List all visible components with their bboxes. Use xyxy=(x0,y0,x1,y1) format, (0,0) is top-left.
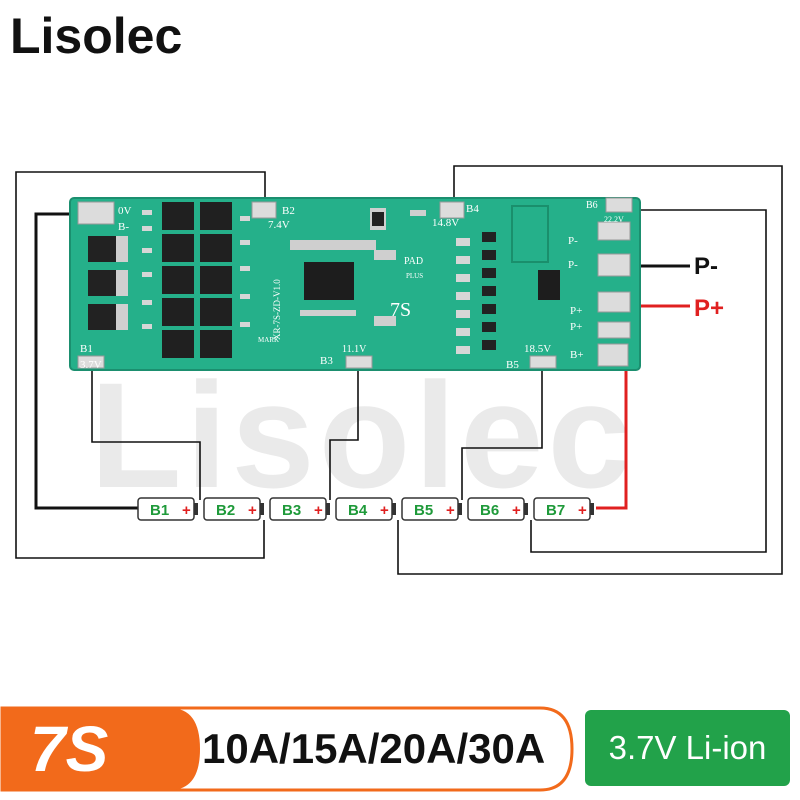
cell-b4: B4 + xyxy=(335,497,396,521)
label-silkscreen-model: XR-7S-ZD-V1.0 xyxy=(272,279,282,340)
label-b6: B6 xyxy=(586,200,598,211)
label-14v8: 14.8V xyxy=(432,217,459,229)
label-22v2: 22.2V xyxy=(604,215,624,224)
cell-b6: B6 + xyxy=(467,497,528,521)
pad-p-plus-2 xyxy=(597,321,631,339)
cell-b2: B2 + xyxy=(203,497,264,521)
series-badge: 7S xyxy=(30,713,109,785)
pad-p-minus-1 xyxy=(597,221,631,241)
cell-b5-plus: + xyxy=(446,502,455,519)
cell-b4-label: B4 xyxy=(348,502,368,519)
pad-b1 xyxy=(77,355,105,369)
balance-ic xyxy=(538,270,560,300)
balance-resistors xyxy=(456,232,496,354)
pcb-board: 0V B- B2 7.4V B4 14.8V B6 22.2V B1 3.7V … xyxy=(69,197,641,371)
watermark-text: Lisolec xyxy=(90,351,635,519)
wire-b3 xyxy=(329,366,359,500)
brand-logo-text: Lisolec xyxy=(10,8,183,64)
label-p-minus-pad-1: P- xyxy=(568,235,578,247)
wire-b-minus xyxy=(34,212,138,510)
output-p-minus-label: P- xyxy=(694,253,718,280)
control-ic xyxy=(304,262,354,300)
cell-b1: B1 + xyxy=(137,497,198,521)
cell-b5-label: B5 xyxy=(414,502,433,519)
cell-b7: B7 + xyxy=(533,497,594,521)
chemistry-text: 3.7V Li-ion xyxy=(608,729,767,766)
label-b1: B1 xyxy=(80,343,93,355)
label-board-model: 7S xyxy=(390,299,411,321)
pad-p-minus-2 xyxy=(597,253,631,277)
pad-b2 xyxy=(251,201,277,219)
cell-b4-plus: + xyxy=(380,502,389,519)
label-p-plus-pad-2: P+ xyxy=(570,321,582,333)
wire-b6 xyxy=(530,209,767,553)
pad-b4 xyxy=(439,201,465,219)
label-18v5: 18.5V xyxy=(524,343,551,355)
mosfet-array xyxy=(162,202,232,358)
left-diodes xyxy=(88,236,128,330)
chemistry-badge: 3.7V Li-ion xyxy=(585,710,790,786)
pad-b-plus xyxy=(597,343,629,367)
pad-b3 xyxy=(345,355,373,369)
label-b-plus-pad: B+ xyxy=(570,349,584,361)
output-p-plus-label: P+ xyxy=(694,295,724,322)
cell-b7-plus: + xyxy=(578,502,587,519)
label-b2: B2 xyxy=(282,205,295,217)
cell-b6-plus: + xyxy=(512,502,521,519)
cell-b1-plus: + xyxy=(182,502,191,519)
pad-b5 xyxy=(529,355,557,369)
label-plus: PLUS xyxy=(406,272,423,280)
wire-b1 xyxy=(91,366,201,500)
label-7v4: 7.4V xyxy=(268,219,290,231)
label-b3: B3 xyxy=(320,355,333,367)
current-ratings: 10A/15A/20A/30A xyxy=(202,725,546,772)
wire-b4 xyxy=(397,165,783,575)
pad-p-plus-1 xyxy=(597,291,631,313)
small-resistors-left xyxy=(142,210,250,329)
pad-b-minus xyxy=(77,201,115,225)
label-b-minus: B- xyxy=(118,221,129,233)
label-11v1: 11.1V xyxy=(342,344,367,355)
label-pad: PAD xyxy=(404,256,423,267)
cell-b2-label: B2 xyxy=(216,502,235,519)
label-3v7: 3.7V xyxy=(80,359,102,371)
pad-b6 xyxy=(605,197,633,213)
label-p-minus-pad-2: P- xyxy=(568,259,578,271)
label-b4: B4 xyxy=(466,203,479,215)
cell-string: B1 + B2 + B3 + B4 + B5 + xyxy=(137,497,594,521)
cell-b3: B3 + xyxy=(269,497,330,521)
cell-b3-label: B3 xyxy=(282,502,301,519)
cell-b5: B5 + xyxy=(401,497,462,521)
cell-b3-plus: + xyxy=(314,502,323,519)
wire-b5 xyxy=(461,366,543,500)
wire-b2 xyxy=(15,171,266,559)
cell-b7-label: B7 xyxy=(546,502,565,519)
thin-wires xyxy=(15,165,783,575)
cell-b1-label: B1 xyxy=(150,502,169,519)
spec-banner: 7S 10A/15A/20A/30A xyxy=(0,706,575,792)
wire-b-plus xyxy=(596,352,628,510)
cell-b6-label: B6 xyxy=(480,502,499,519)
label-p-plus-pad-1: P+ xyxy=(570,305,582,317)
label-0v: 0V xyxy=(118,205,132,217)
cell-b2-plus: + xyxy=(248,502,257,519)
label-b5: B5 xyxy=(506,359,519,371)
label-mark: MARK xyxy=(258,336,279,344)
